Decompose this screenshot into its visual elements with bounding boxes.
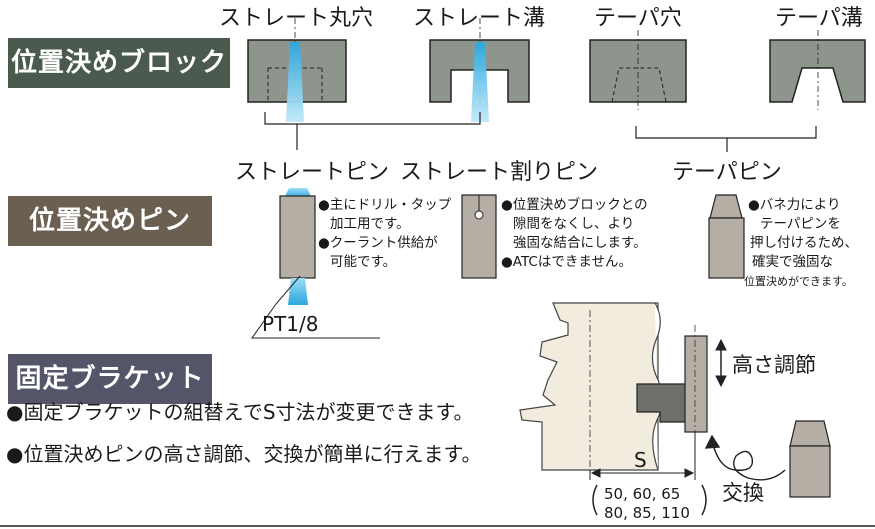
- bracket-bullet-1: ●固定ブラケットの組替えでS寸法が変更できます。: [6, 400, 474, 424]
- split-pin-notes: ●位置決めブロックとの 隙間をなくし、より 強固な結合にします。 ●ATCはでき…: [501, 196, 648, 272]
- straight-groove-block: [429, 18, 530, 122]
- note-line: 確実で強固な: [752, 254, 833, 270]
- block-section-label: 位置決めブロック: [8, 38, 230, 88]
- note-line: 位置決めができます。: [744, 275, 853, 288]
- note-line: ●主にドリル・タップ: [318, 197, 452, 213]
- exchange-arrow: [704, 434, 786, 481]
- taper-pin-drawing: [708, 194, 745, 279]
- note-line: 加工用です。: [330, 216, 410, 232]
- note-line: 可能です。: [330, 254, 397, 270]
- taper-pin-title: テーパピン: [672, 160, 782, 185]
- bracket-bullet-2: ●位置決めピンの高さ調節、交換が簡単に行えます。: [6, 442, 482, 466]
- s-dimension: [589, 432, 696, 480]
- note-line: 隙間をなくし、より: [513, 216, 635, 232]
- bracket-pin: [684, 325, 708, 475]
- straight-pin-notes: ●主にドリル・タップ 加工用です。 ●クーラント供給が 可能です。: [318, 196, 451, 272]
- straight-pin-title: ストレートピン: [235, 160, 390, 185]
- taper-groove-title: テーパ溝: [775, 6, 863, 31]
- s-values-line-2: 80, 85, 110: [604, 504, 690, 522]
- taper-groove-block: [769, 30, 866, 110]
- taper-hole-block: [589, 30, 687, 110]
- connector-lines: [264, 112, 817, 152]
- note-line: ●ATCはできません。: [501, 254, 632, 270]
- pin-section-label: 位置決めピン: [8, 196, 212, 246]
- straight-pin-drawing: [251, 188, 380, 339]
- replacement-taper-pin: [789, 420, 831, 498]
- note-line: ●位置決めブロックとの: [501, 197, 648, 213]
- s-values-parens: [592, 484, 707, 516]
- note-line: ●バネ力により: [748, 197, 841, 213]
- straight-groove-title: ストレート溝: [413, 6, 546, 31]
- s-dimension-label: S: [634, 448, 647, 472]
- height-adjust-label: 高さ調節: [732, 353, 816, 377]
- height-adjust-arrow: [715, 338, 727, 388]
- s-values-line-1: 50, 60, 65: [604, 485, 681, 503]
- note-line: テーパピンを: [760, 216, 841, 232]
- note-line: 押し付けるため、: [750, 235, 858, 251]
- split-pin-title: ストレート割りピン: [400, 160, 599, 185]
- straight-hole-title: ストレート丸穴: [219, 6, 374, 31]
- note-line: ●クーラント供給が: [318, 235, 438, 251]
- split-pin-drawing: [461, 194, 497, 279]
- bracket-section-label: 固定ブラケット: [8, 354, 212, 404]
- straight-hole-block: [247, 18, 347, 122]
- port-label: PT1/8: [262, 312, 319, 336]
- note-line: 強固な結合にします。: [513, 235, 647, 251]
- taper-pin-notes: ●バネ力により テーパピンを 押し付けるため、 確実で強固な 位置決めができます…: [744, 196, 858, 291]
- exchange-label: 交換: [722, 481, 764, 505]
- taper-hole-title: テーパ穴: [594, 6, 682, 31]
